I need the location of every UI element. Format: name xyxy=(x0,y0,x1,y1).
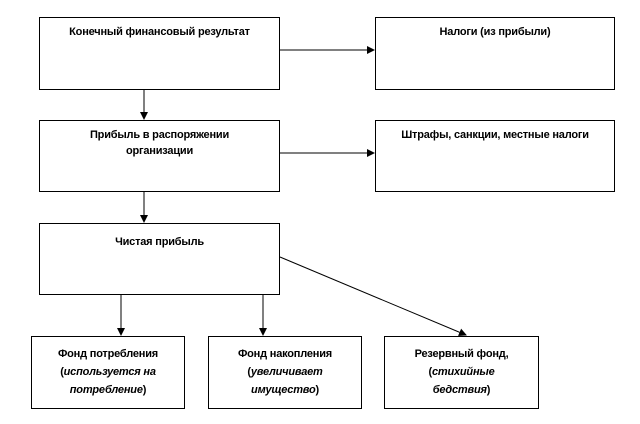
consumption-fund-note-line2: потребление xyxy=(69,384,143,396)
profit-taxes-box: Налоги (из прибыли) xyxy=(375,17,615,90)
consumption-fund-title: Фонд потребления xyxy=(57,348,159,360)
profit-taxes-label: Налоги (из прибыли) xyxy=(439,26,551,38)
fines-sanctions-label: Штрафы, санкции, местные налоги xyxy=(401,129,589,141)
accumulation-fund-title: Фонд накопления xyxy=(237,348,333,360)
consumption-fund-box: Фонд потребления (используется на потреб… xyxy=(31,336,185,409)
consumption-fund-paren-open: ( xyxy=(60,366,64,378)
accumulation-fund-paren-open: ( xyxy=(247,366,251,378)
accumulation-fund-note-line1: увеличивает xyxy=(250,366,323,378)
final-financial-result-label: Конечный финансовый результат xyxy=(69,26,250,38)
reserve-fund-note-line2: бедствия xyxy=(432,384,487,396)
reserve-fund-title: Резервный фонд, xyxy=(414,348,509,360)
final-financial-result-box: Конечный финансовый результат xyxy=(39,17,280,90)
net-profit-label: Чистая прибыль xyxy=(115,236,204,248)
reserve-fund-paren-close: ) xyxy=(486,384,491,396)
accumulation-fund-box: Фонд накопления (увеличивает имущество) xyxy=(208,336,362,409)
accumulation-fund-paren-close: ) xyxy=(315,384,319,396)
reserve-fund-box: Резервный фонд, (стихийные бедствия) xyxy=(384,336,539,409)
accumulation-fund-note-line2: имущество xyxy=(251,384,316,396)
net-profit-box: Чистая прибыль xyxy=(39,223,280,295)
profit-at-disposal-label-line1: Прибыль в распоряжении xyxy=(89,129,230,141)
profit-at-disposal-label-line2: организации xyxy=(125,145,194,157)
profit-at-disposal-box: Прибыль в распоряжении организации xyxy=(39,120,280,192)
arrow-net-to-reserve xyxy=(279,256,467,336)
reserve-fund-paren-open: ( xyxy=(428,366,433,378)
consumption-fund-paren-close: ) xyxy=(142,384,147,396)
reserve-fund-note-line1: стихийные xyxy=(431,366,495,378)
consumption-fund-note-line1: используется на xyxy=(63,366,156,378)
fines-sanctions-box: Штрафы, санкции, местные налоги xyxy=(375,120,615,192)
